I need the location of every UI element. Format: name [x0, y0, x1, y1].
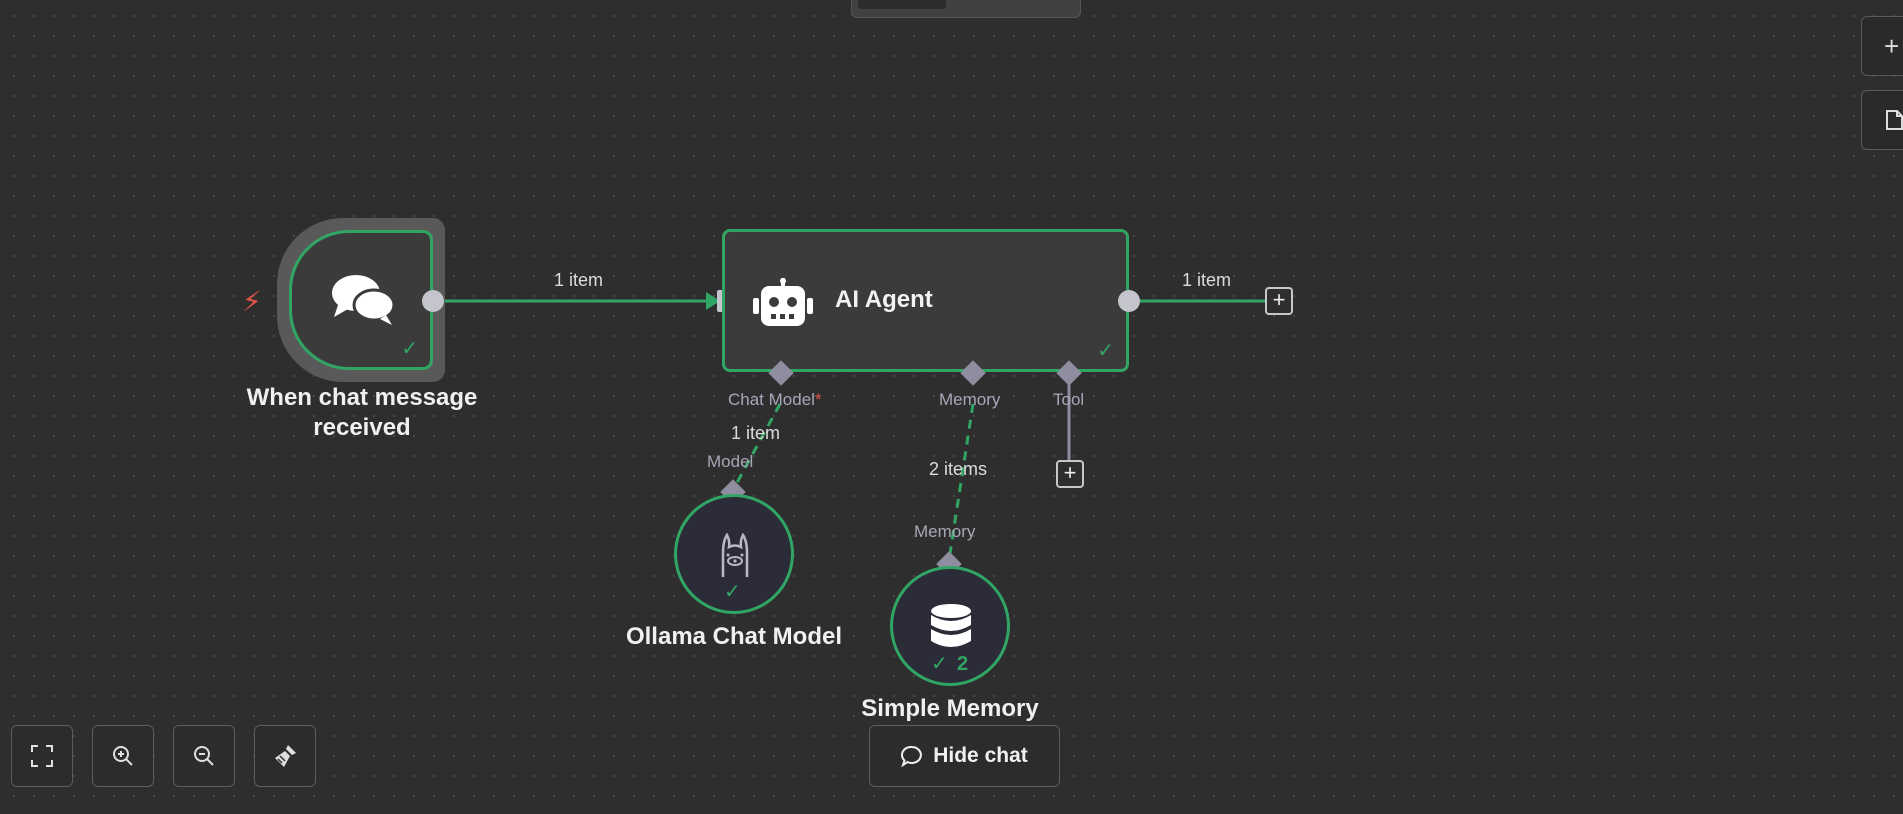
add-node-button[interactable]: +	[1861, 16, 1903, 76]
memory-node-title: Simple Memory	[861, 695, 1039, 722]
success-check-icon: ✓	[401, 338, 418, 360]
trigger-node-title: When chat message received	[246, 384, 478, 441]
ollama-node-title: Ollama Chat Model	[625, 623, 843, 650]
success-check-icon: ✓	[931, 653, 948, 675]
hide-chat-label: Hide chat	[933, 744, 1028, 767]
ai-agent-node[interactable]: AI Agent ✓	[722, 229, 1129, 372]
zoom-in-button[interactable]	[92, 725, 154, 787]
chat-bubble-icon	[901, 745, 923, 767]
hide-chat-button[interactable]: Hide chat	[869, 725, 1060, 787]
plus-icon: +	[1884, 30, 1900, 61]
memory-run-count: 2	[957, 653, 969, 675]
llama-icon	[721, 533, 749, 577]
add-tool-button[interactable]: +	[1056, 460, 1084, 488]
agent-output-port[interactable]	[1118, 290, 1140, 312]
edge-model-agent[interactable]	[731, 403, 782, 491]
fit-view-icon	[31, 745, 53, 767]
database-icon	[931, 604, 971, 647]
trigger-node[interactable]: ✓	[289, 230, 433, 370]
zoom-out-button[interactable]	[173, 725, 235, 787]
fit-view-button[interactable]	[11, 725, 73, 787]
trigger-output-port[interactable]	[422, 290, 444, 312]
robot-icon	[753, 278, 813, 326]
top-tab-handle	[858, 0, 946, 9]
simple-memory-node[interactable]: ✓ 2	[890, 566, 1010, 686]
success-check-icon: ✓	[1097, 340, 1114, 362]
zoom-in-icon	[113, 746, 133, 766]
zoom-out-icon	[194, 746, 214, 766]
required-marker: *	[814, 390, 822, 409]
edge-label-trigger-agent: 1 item	[554, 270, 604, 290]
memory-input-label: Memory	[914, 522, 976, 541]
edge-label-model-agent: 1 item	[731, 423, 781, 443]
sticky-note-button[interactable]	[1861, 90, 1903, 150]
broom-icon	[275, 745, 296, 767]
add-next-node-button[interactable]: +	[1265, 287, 1293, 315]
sticky-note-icon	[1886, 110, 1903, 130]
edge-label-agent-output: 1 item	[1182, 270, 1232, 290]
tidy-up-button[interactable]	[254, 725, 316, 787]
ai-agent-title: AI Agent	[835, 286, 933, 313]
chat-bubbles-icon	[332, 275, 396, 325]
tool-port-label: Tool	[1053, 390, 1085, 409]
edge-label-memory-agent: 2 items	[929, 459, 988, 479]
memory-port-label: Memory	[939, 390, 1001, 409]
canvas-top-tab[interactable]	[851, 0, 1081, 18]
success-check-icon: ✓	[724, 581, 741, 603]
trigger-bolt-icon: ⚡	[242, 286, 262, 317]
chat-model-port-label: Chat Model*	[728, 390, 822, 409]
ollama-chat-model-node[interactable]: ✓	[674, 494, 794, 614]
model-input-label: Model	[707, 452, 754, 471]
